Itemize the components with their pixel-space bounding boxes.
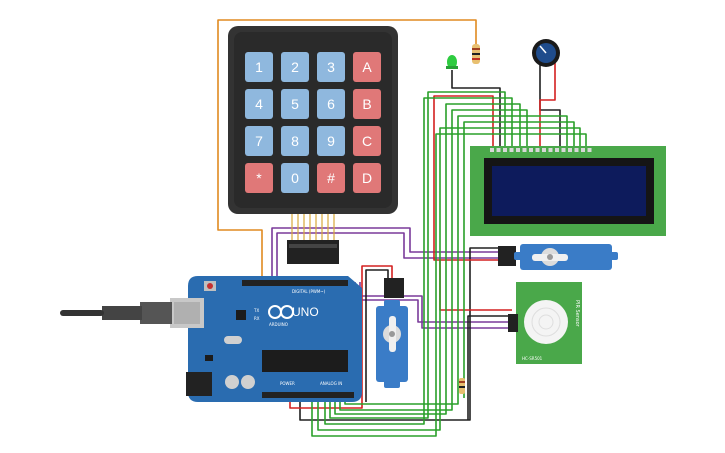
wire-green-6: [463, 121, 575, 398]
lcd-pins: [490, 148, 592, 152]
lcd-pin: [535, 148, 540, 152]
keypad-key[interactable]: [245, 126, 273, 156]
keypad[interactable]: 1 2 3 A 4 5 6 B 7 8 9 C * 0 # D: [228, 26, 398, 264]
wire-green-2: [324, 97, 513, 425]
wire-red-4: [439, 260, 512, 311]
wire-green-3: [334, 103, 521, 415]
lcd-pin: [561, 148, 566, 152]
lcd-pin: [574, 148, 579, 152]
resistor-top: [472, 44, 480, 64]
keypad-keys: 1 2 3 A 4 5 6 B 7 8 9 C * 0 # D: [245, 52, 381, 193]
wire-red-1: [539, 60, 556, 150]
keypad-key-label: 8: [291, 133, 299, 149]
keypad-key-label: 3: [327, 59, 335, 75]
tx-label: TX: [253, 308, 259, 313]
analog-label: ANALOG IN: [320, 381, 342, 386]
arduino-logo: UNO ARDUINO: [268, 305, 319, 327]
lcd-pin: [542, 148, 546, 152]
green-led: [446, 55, 458, 69]
pir-sensor[interactable]: PIR Sensor HC-SR501: [508, 282, 582, 364]
keypad-key[interactable]: [317, 52, 345, 82]
keypad-key-label: 0: [291, 170, 299, 186]
digital-label: DIGITAL (PWM~): [292, 289, 326, 294]
wire-green-1: [329, 91, 506, 419]
resistor-bottom: [459, 378, 465, 394]
keypad-key-label: C: [362, 133, 372, 149]
lcd-16x2: [470, 146, 666, 236]
lcd-pin: [587, 148, 592, 152]
lcd-pin: [555, 148, 559, 152]
keypad-key-label: 2: [291, 59, 299, 75]
servo-horizontal-connector: [498, 246, 516, 266]
keypad-key[interactable]: [281, 52, 309, 82]
lcd-pin: [503, 148, 507, 152]
servo-vertical[interactable]: [376, 278, 408, 388]
uno-text: UNO: [292, 305, 319, 319]
wire-black-1: [451, 70, 501, 150]
lcd-pin: [522, 148, 527, 152]
arduino-brand-text: ARDUINO: [269, 322, 288, 327]
rx-label: RX: [254, 316, 260, 321]
lcd-pin: [529, 148, 533, 152]
keypad-key-label: 5: [291, 96, 299, 112]
keypad-key[interactable]: [245, 52, 273, 82]
keypad-key-label: *: [256, 170, 262, 186]
keypad-key[interactable]: [317, 89, 345, 119]
keypad-key-label: 9: [327, 133, 335, 149]
pir-pins: [508, 314, 518, 332]
lcd-pin: [496, 148, 501, 152]
lcd-pin: [568, 148, 572, 152]
wire-black-2: [539, 62, 561, 150]
arduino-uno[interactable]: UNO ARDUINO DIGITAL (PWM~) POWER ANALOG …: [170, 276, 362, 402]
keypad-key[interactable]: [353, 89, 381, 119]
keypad-key[interactable]: [281, 163, 309, 193]
keypad-key-label: 4: [255, 96, 263, 112]
wire-green-7: [317, 127, 581, 431]
pir-bottom-label: HC-SR501: [522, 356, 543, 361]
keypad-key-label: B: [362, 96, 371, 112]
wire-orange: [217, 19, 477, 282]
keypad-key[interactable]: [353, 126, 381, 156]
lcd-pin: [490, 148, 494, 152]
capacitor-1: [225, 375, 239, 389]
keypad-connector: [287, 240, 339, 264]
keypad-key[interactable]: [317, 163, 345, 193]
keypad-key-label: 7: [255, 133, 263, 149]
keypad-key[interactable]: [245, 89, 273, 119]
lcd-pin: [581, 148, 585, 152]
keypad-key-label: D: [362, 170, 372, 186]
wire-black-3: [299, 247, 500, 421]
servo-vertical-connector: [384, 278, 404, 298]
pir-vertical-label: PIR Sensor: [574, 300, 580, 328]
potentiometer[interactable]: [532, 39, 560, 67]
lcd-pin: [516, 148, 520, 152]
keypad-key[interactable]: [317, 126, 345, 156]
keypad-key[interactable]: [353, 163, 381, 193]
digital-header: [242, 280, 348, 286]
keypad-key[interactable]: [281, 126, 309, 156]
keypad-key-label: A: [362, 59, 372, 75]
power-jack: [186, 372, 212, 396]
keypad-key[interactable]: [353, 52, 381, 82]
servo-horizontal[interactable]: [498, 244, 618, 270]
pir-dome: [524, 300, 568, 344]
lcd-pin: [509, 148, 514, 152]
wire-red-2: [433, 95, 500, 261]
keypad-key-label: 1: [255, 59, 263, 75]
atmega-chip: [262, 350, 348, 372]
keypad-key[interactable]: [281, 89, 309, 119]
capacitor-2: [241, 375, 255, 389]
wire-black-4: [365, 269, 389, 402]
lcd-pin: [548, 148, 553, 152]
keypad-key[interactable]: [245, 163, 273, 193]
power-label: POWER: [280, 381, 295, 386]
usb-cable: [60, 302, 172, 324]
lcd-screen: [492, 166, 646, 216]
keypad-key-label: 6: [327, 96, 335, 112]
keypad-key-label: #: [327, 170, 335, 186]
power-analog-header: [262, 392, 354, 398]
wire-green-8: [311, 133, 587, 437]
wire-black-5: [467, 315, 512, 420]
